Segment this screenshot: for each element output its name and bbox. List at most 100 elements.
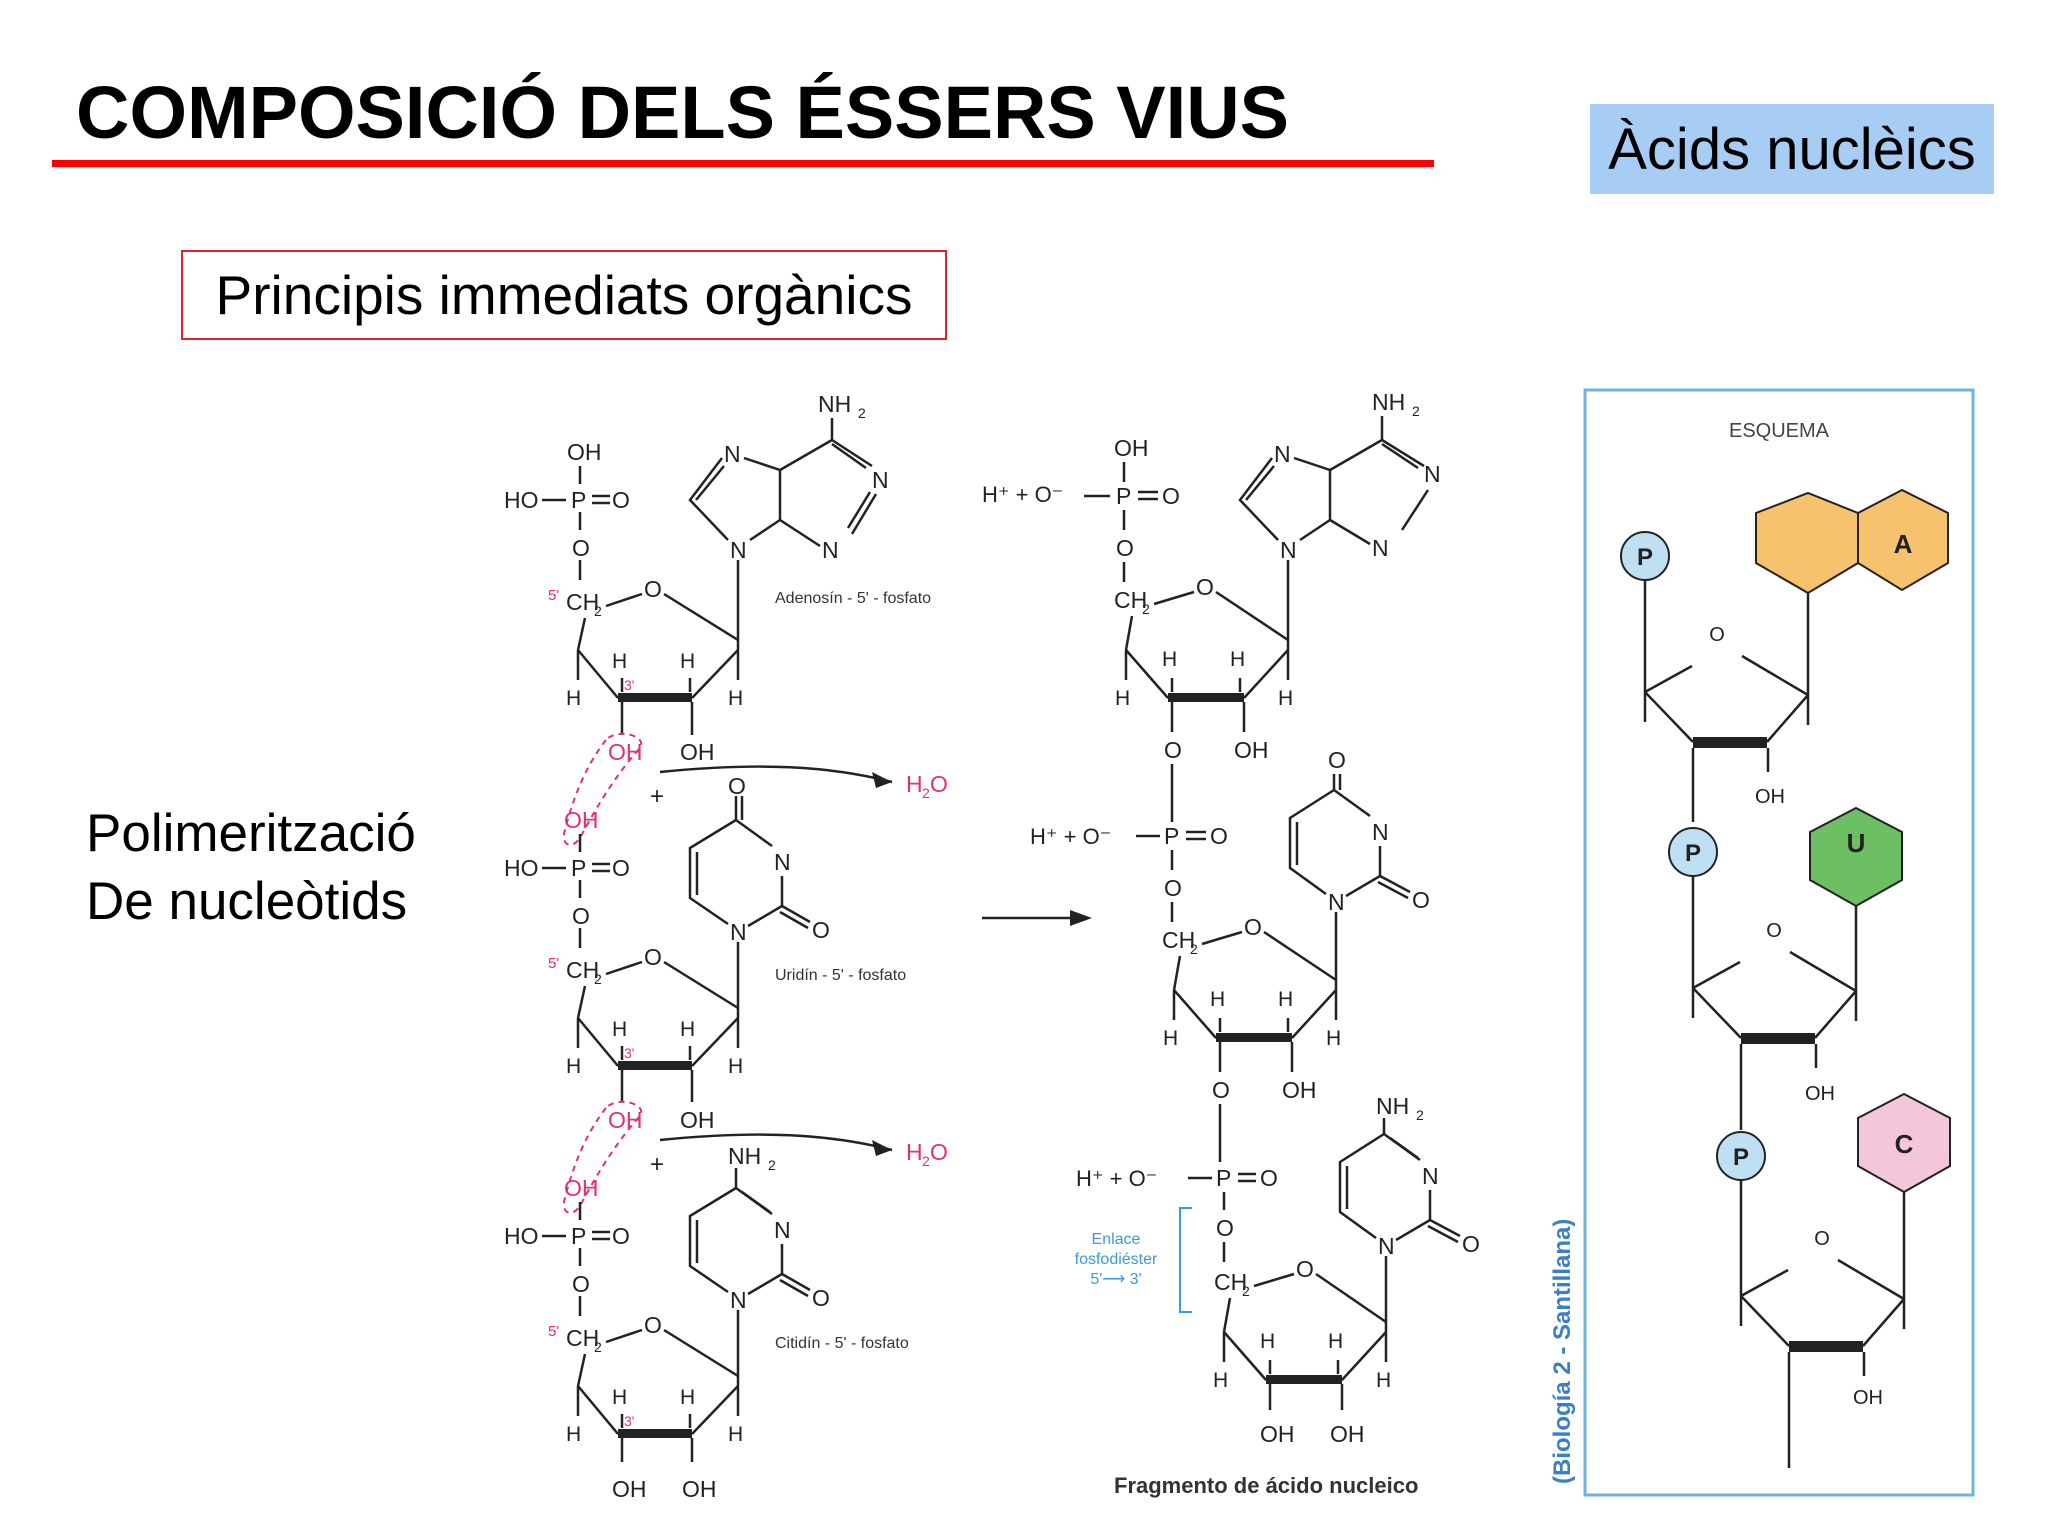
nh2-label: NH	[1372, 389, 1405, 415]
ch2-label: CH	[566, 1325, 599, 1351]
oh-2prime-label: OH	[682, 1476, 717, 1502]
proton-label: H⁺ + O⁻	[982, 482, 1063, 507]
ester-o-label: O	[1164, 875, 1182, 901]
h-label: H	[612, 1386, 627, 1409]
bridge-oxygen-label: O	[1164, 737, 1182, 763]
schema-unit-u: O OH	[1691, 876, 1858, 1130]
c2-oxygen-label: O	[812, 1285, 830, 1311]
n1-label: N	[1328, 889, 1345, 915]
subtitle-box: Principis immediats orgànics	[181, 250, 947, 340]
phosphorus-label: P	[571, 1223, 586, 1249]
ring-oxygen-label: O	[644, 1312, 662, 1338]
bond-label-line1: Enlace	[1092, 1231, 1141, 1248]
five-prime-label: 5'	[548, 955, 559, 972]
c4-oxygen-label: O	[1328, 747, 1346, 773]
h-label: H	[728, 687, 743, 710]
n3-label: N	[1422, 1163, 1439, 1189]
h-label: H	[1115, 687, 1130, 710]
h-label: H	[612, 650, 627, 673]
phosphate-o-label: O	[1162, 483, 1180, 509]
n9-label: N	[730, 537, 747, 563]
ring-oxygen-label: O	[1296, 1256, 1314, 1282]
h-label: H	[1210, 988, 1225, 1011]
base-a-hexagon	[1857, 488, 1949, 592]
h-label: H	[1326, 1027, 1341, 1050]
base-label-a: A	[1894, 529, 1913, 559]
ester-o-label: O	[572, 535, 590, 561]
c2-oxygen-label: O	[1412, 887, 1430, 913]
nh2-subscript: 2	[1416, 1107, 1424, 1123]
phosphorus-label: P	[571, 487, 586, 513]
phosphate-label: P	[1685, 840, 1701, 867]
schema-ring-oxygen: O	[1814, 1228, 1830, 1250]
h-label: H	[1163, 1027, 1178, 1050]
h-label: H	[1278, 687, 1293, 710]
schema-ring-oxygen: O	[1766, 920, 1782, 942]
phosphate-circle	[1668, 827, 1718, 877]
h-label: H	[680, 1018, 695, 1041]
phosphorus-label: P	[1216, 1165, 1231, 1191]
nh2-label: NH	[1376, 1093, 1409, 1119]
ch2-subscript: 2	[1242, 1283, 1250, 1299]
reactant-nucleotide-3: OH HO P O O 5' CH 2 O H H H H 3'	[504, 1143, 909, 1502]
water-subscript: 2	[922, 1153, 930, 1169]
phosphate-oh-label: OH	[567, 439, 602, 465]
h-label: H	[680, 650, 695, 673]
water-subscript: 2	[922, 785, 930, 801]
ch2-label: CH	[1162, 927, 1195, 953]
plus-sign: +	[650, 783, 664, 810]
schema-unit-c: O OH	[1739, 1180, 1906, 1468]
product-unit-2: H⁺ + O⁻ P O O CH 2 O H H H H OH O	[1030, 747, 1430, 1162]
phosphate-oh-label: OH	[1114, 435, 1149, 461]
nh2-subscript: 2	[858, 405, 866, 421]
h-label: H	[1230, 648, 1245, 671]
c4-oxygen-label: O	[728, 773, 746, 799]
n1-label: N	[872, 467, 889, 493]
ch2-subscript: 2	[594, 971, 602, 987]
h-label: H	[1278, 988, 1293, 1011]
base-label-u: U	[1847, 828, 1866, 858]
water-o-label: O	[930, 1139, 948, 1165]
nh2-label: NH	[728, 1143, 761, 1169]
schema-panel: ESQUEMA O OH P A O	[1549, 388, 1975, 1497]
product-unit-3: H⁺ + O⁻ P O O CH 2 O H H H H OH OH	[1076, 1093, 1480, 1447]
five-prime-label: 5'	[548, 587, 559, 604]
slide-title: COMPOSICIÓ DELS ÉSSERS VIUS	[76, 71, 1290, 154]
water-h-label: H	[906, 771, 923, 797]
nucleotide-name-label: Adenosín - 5' - fosfato	[775, 590, 931, 607]
n3-label: N	[1372, 819, 1389, 845]
h-label: H	[1376, 1369, 1391, 1392]
n1-label: N	[730, 919, 747, 945]
h-label: H	[566, 687, 581, 710]
five-prime-label: 5'	[548, 1323, 559, 1340]
h-label: H	[728, 1423, 743, 1446]
n3-label: N	[774, 849, 791, 875]
ring-oxygen-label: O	[644, 576, 662, 602]
product-caption: Fragmento de ácido nucleico	[1114, 1473, 1418, 1498]
oh-2prime-label: OH	[1234, 737, 1269, 763]
ester-o-label: O	[1116, 535, 1134, 561]
n1-label: N	[1378, 1233, 1395, 1259]
n3-label: N	[774, 1217, 791, 1243]
reactant-nucleotide-2: OH HO P O O 5' CH 2 O H H H H 3'	[504, 773, 906, 1133]
h-label: H	[680, 1386, 695, 1409]
condensation-reaction-1: + H 2 O	[562, 732, 948, 846]
n9-label: N	[1280, 537, 1297, 563]
phosphate-ho-label: HO	[504, 855, 539, 881]
polymerization-arrow	[982, 910, 1092, 926]
n3-label: N	[822, 537, 839, 563]
phosphate-o-label: O	[612, 1223, 630, 1249]
phosphate-circle	[1620, 531, 1670, 581]
three-prime-label: 3'	[624, 677, 634, 693]
base-u-hexagon	[1809, 806, 1903, 908]
c2-oxygen-label: O	[1462, 1231, 1480, 1257]
three-prime-label: 3'	[624, 1045, 634, 1061]
schema-oh: OH	[1805, 1083, 1835, 1105]
oh-2prime-label: OH	[680, 739, 715, 765]
phosphate-label: P	[1637, 544, 1653, 571]
schema-header: ESQUEMA	[1729, 420, 1830, 442]
ester-o-label: O	[572, 903, 590, 929]
n7-label: N	[1274, 441, 1291, 467]
phosphodiester-bond-annotation: Enlace fosfodiéster 5'⟶ 3'	[1075, 1207, 1192, 1313]
